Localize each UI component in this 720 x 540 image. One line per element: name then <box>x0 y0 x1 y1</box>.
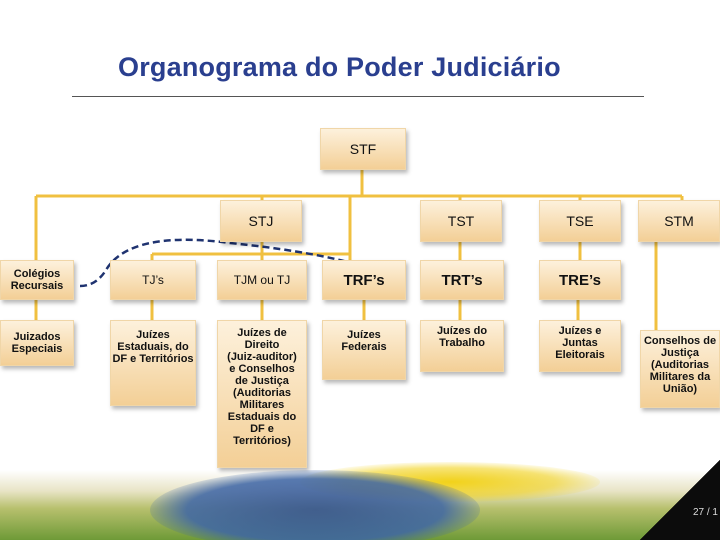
node-juizes-direito-label: Juízes de Direito (Juiz-auditor) e Conse… <box>227 327 297 447</box>
node-trts-label: TRT’s <box>441 271 483 289</box>
title-divider <box>72 96 644 97</box>
node-juizes-estaduais: Juízes Estaduais, do DF e Territórios <box>110 320 196 406</box>
node-stm-label: STM <box>664 213 694 229</box>
node-colegios-recursais: Colégios Recursais <box>0 260 74 300</box>
node-trts: TRT’s <box>420 260 504 300</box>
dashed-connector-colegios <box>79 238 349 288</box>
node-colegios-label: Colégios Recursais <box>10 268 64 292</box>
node-tst: TST <box>420 200 502 242</box>
node-conselhos-justica-label: Conselhos de Justiça (Auditorias Militar… <box>643 335 717 395</box>
node-juizes-federais-label: Juízes Federais <box>341 329 387 353</box>
node-stf-label: STF <box>349 141 377 157</box>
node-juizes-trabalho-label: Juízes do Trabalho <box>436 325 488 349</box>
node-trfs: TRF’s <box>322 260 406 300</box>
node-stf: STF <box>320 128 406 170</box>
node-juizes-eleitorais: Juízes e Juntas Eleitorais <box>539 320 621 372</box>
page-title: Organograma do Poder Judiciário <box>118 52 561 82</box>
node-juizados-label: Juizados Especiais <box>11 331 63 355</box>
node-tjm-label: TJM ou TJ <box>233 273 291 287</box>
node-tjs-label: TJ’s <box>142 273 164 287</box>
node-juizes-estaduais-label: Juízes Estaduais, do DF e Territórios <box>112 329 194 365</box>
node-stj-label: STJ <box>248 213 274 229</box>
node-juizes-federais: Juízes Federais <box>322 320 406 380</box>
node-stj: STJ <box>220 200 302 242</box>
node-tres-label: TRE’s <box>559 271 601 289</box>
node-tse-label: TSE <box>566 213 594 229</box>
node-trfs-label: TRF’s <box>343 271 385 289</box>
node-conselhos-de-justica: Conselhos de Justiça (Auditorias Militar… <box>640 330 720 408</box>
node-juizes-do-trabalho: Juízes do Trabalho <box>420 320 504 372</box>
page-number: 27 / 1 <box>692 507 718 518</box>
node-tres: TRE’s <box>539 260 621 300</box>
corner-triangle <box>640 460 720 540</box>
node-stm: STM <box>638 200 720 242</box>
node-juizes-eleitorais-label: Juízes e Juntas Eleitorais <box>555 325 605 361</box>
node-juizes-de-direito: Juízes de Direito (Juiz-auditor) e Conse… <box>217 320 307 468</box>
node-tst-label: TST <box>447 213 475 229</box>
flag-blue-globe <box>150 470 480 540</box>
node-juizados-especiais: Juizados Especiais <box>0 320 74 366</box>
node-tjs: TJ’s <box>110 260 196 300</box>
node-tse: TSE <box>539 200 621 242</box>
node-tjm: TJM ou TJ <box>217 260 307 300</box>
